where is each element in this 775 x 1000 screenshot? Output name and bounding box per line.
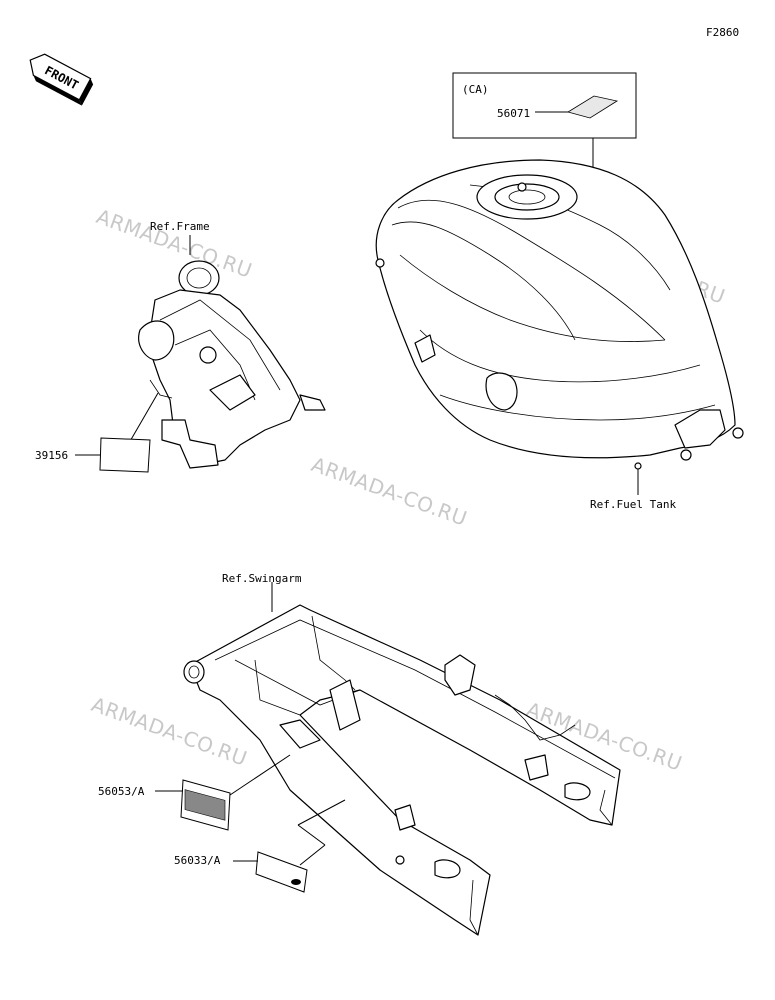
label-56053-group: 56053/A	[98, 754, 291, 831]
label-56071-sticker	[567, 95, 619, 119]
front-arrow-icon: FRONT	[29, 53, 94, 106]
label-56033-sticker	[255, 851, 308, 893]
label-56071: 56071	[497, 107, 530, 120]
label-ref-swingarm: Ref.Swingarm	[222, 572, 302, 585]
label-39156: 39156	[35, 449, 68, 462]
watermark-3: ARMADA-CO.RU	[308, 452, 470, 531]
label-39156-sticker	[99, 437, 151, 473]
label-ref-fuel-tank: Ref.Fuel Tank	[590, 498, 676, 511]
watermark-1: ARMADA-CO.RU	[93, 204, 255, 283]
figure-code: F2860	[706, 26, 739, 39]
label-39156-group: 39156	[35, 437, 151, 473]
label-56053: 56053/A	[98, 785, 145, 798]
label-ref-frame: Ref.Frame	[150, 220, 210, 233]
label-56033: 56033/A	[174, 854, 221, 867]
swingarm	[183, 582, 621, 936]
label-56033-group: 56033/A	[174, 799, 346, 893]
fuel-tank	[375, 159, 744, 495]
frame	[124, 235, 326, 469]
ca-label: (CA)	[462, 83, 489, 96]
